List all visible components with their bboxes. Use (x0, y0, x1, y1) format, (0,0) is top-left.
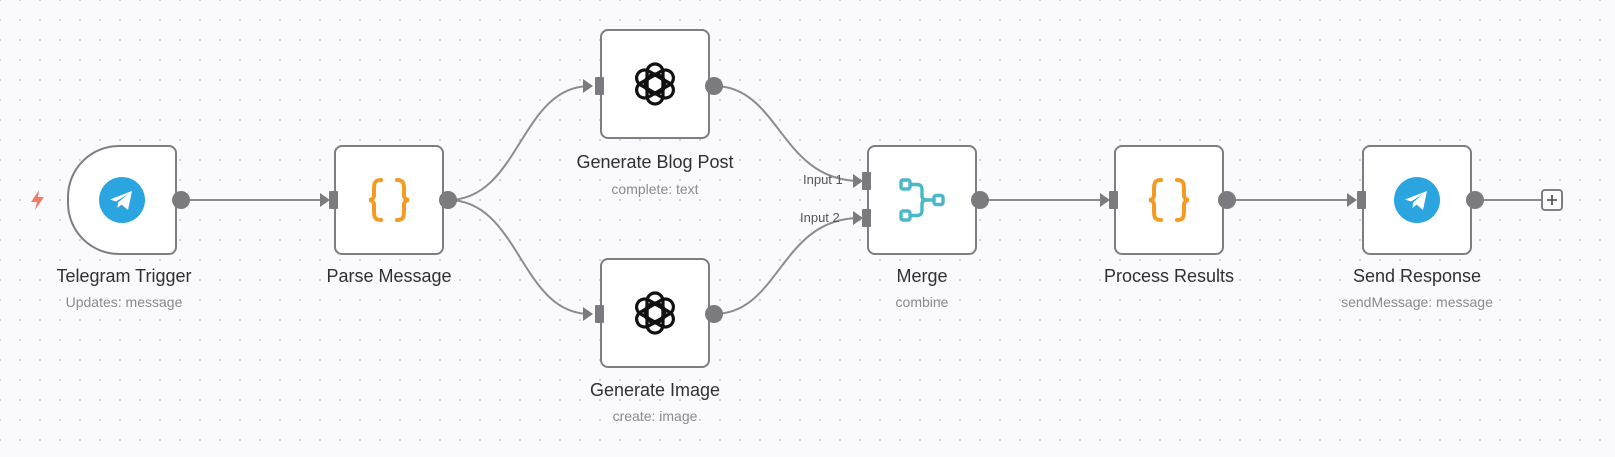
input-2-label: Input 2 (800, 210, 840, 225)
node-subtitle: Updates: message (65, 294, 183, 310)
node-send-response[interactable] (1362, 145, 1472, 255)
output-port[interactable] (705, 305, 723, 323)
input-1-label: Input 1 (803, 172, 843, 187)
output-port[interactable] (971, 191, 989, 209)
node-subtitle: complete: text (611, 181, 699, 197)
arrowhead (853, 174, 863, 188)
connection-parse-to-blog-post[interactable] (447, 85, 591, 201)
node-label: Send Response (1352, 266, 1482, 286)
node-telegram-trigger[interactable] (67, 145, 177, 255)
input-port[interactable] (329, 191, 338, 209)
arrowhead (583, 307, 593, 321)
output-port[interactable] (439, 191, 457, 209)
arrowhead (320, 193, 330, 207)
node-subtitle: combine (895, 294, 949, 310)
node-generate-blog-post[interactable] (600, 29, 710, 139)
arrowhead (1347, 193, 1357, 207)
node-label: Generate Image (589, 380, 721, 400)
output-port[interactable] (172, 191, 190, 209)
node-label: Parse Message (326, 266, 452, 286)
connection-blog-post-to-merge[interactable] (713, 85, 861, 182)
code-braces-icon (368, 178, 410, 222)
openai-icon (635, 62, 675, 106)
openai-icon (635, 291, 675, 335)
code-braces-icon (1148, 178, 1190, 222)
node-subtitle: sendMessage: message (1341, 294, 1493, 310)
add-node-button[interactable] (1541, 189, 1563, 211)
output-port[interactable] (705, 77, 723, 95)
input-port-1[interactable] (862, 172, 871, 190)
input-port[interactable] (595, 77, 604, 95)
lightning-bolt-icon (31, 190, 44, 210)
merge-icon (899, 178, 945, 222)
node-label: Telegram Trigger (56, 266, 192, 286)
input-port[interactable] (1109, 191, 1118, 209)
connection-parse-to-image[interactable] (447, 199, 591, 315)
arrowhead (853, 211, 863, 225)
arrowhead (1100, 193, 1110, 207)
arrowhead (583, 79, 593, 93)
node-label: Merge (896, 266, 948, 286)
input-port[interactable] (595, 305, 604, 323)
plus-icon (1547, 195, 1557, 205)
telegram-icon (99, 177, 145, 223)
connection-image-to-merge[interactable] (713, 217, 861, 315)
input-port[interactable] (1357, 191, 1366, 209)
input-port-2[interactable] (862, 209, 871, 227)
node-label: Process Results (1103, 266, 1235, 286)
node-label: Generate Blog Post (576, 152, 734, 172)
output-port[interactable] (1218, 191, 1236, 209)
node-subtitle: create: image (612, 408, 698, 424)
node-parse-message[interactable] (334, 145, 444, 255)
node-process-results[interactable] (1114, 145, 1224, 255)
output-port[interactable] (1466, 191, 1484, 209)
node-merge[interactable] (867, 145, 977, 255)
node-generate-image[interactable] (600, 258, 710, 368)
telegram-icon (1394, 177, 1440, 223)
